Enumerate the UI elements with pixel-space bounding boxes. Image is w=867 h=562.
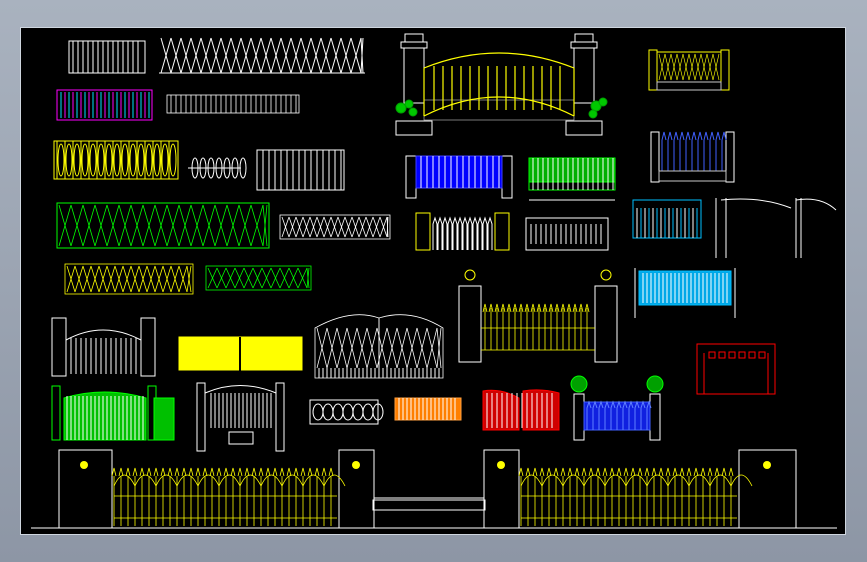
ornate-fence-with-lamps[interactable] (458, 269, 618, 363)
fence-cyan-panel[interactable] (634, 268, 736, 318)
retractable-gate-green-short[interactable] (205, 265, 312, 291)
canopy-gate-white[interactable] (715, 198, 837, 258)
sliding-gate-white[interactable] (68, 40, 146, 74)
retractable-gate-green-long[interactable] (56, 202, 270, 249)
double-gate-green[interactable] (51, 385, 175, 441)
cad-drawing-canvas[interactable] (21, 28, 847, 536)
main-gate-with-pillars[interactable] (395, 33, 608, 136)
fence-magenta-cyan[interactable] (56, 89, 153, 121)
fence-yellow-ornate[interactable] (53, 140, 179, 180)
railing-white-small[interactable] (166, 94, 300, 114)
double-gate-white[interactable] (51, 317, 156, 377)
long-ornate-fence-yellow[interactable] (31, 449, 837, 529)
arched-lattice-gate-white[interactable] (314, 314, 444, 379)
lattice-railing-white[interactable] (279, 214, 391, 240)
fence-blue-with-planters[interactable] (570, 375, 664, 441)
retractable-gate-yellow[interactable] (64, 263, 194, 295)
fence-blue-with-pillars[interactable] (405, 155, 513, 199)
gate-white-arch[interactable] (256, 149, 345, 191)
fence-cyan-white[interactable] (632, 199, 702, 239)
bench-railing-white[interactable] (309, 399, 384, 425)
fence-blue-spiked[interactable] (650, 131, 735, 183)
gate-red[interactable] (482, 389, 560, 431)
brick-pillar-fence-yellow[interactable] (648, 49, 730, 91)
retractable-gate-white[interactable] (159, 37, 365, 74)
cad-viewport[interactable] (20, 27, 846, 535)
railing-white-panel[interactable] (525, 217, 609, 251)
picket-fence-white[interactable] (415, 212, 510, 251)
sliding-gate-yellow-solid[interactable] (178, 336, 303, 373)
canopy-gate-white-2[interactable] (196, 382, 285, 452)
fence-orange[interactable] (394, 397, 462, 421)
small-bow-fence-white[interactable] (188, 157, 247, 179)
red-wall-panel[interactable] (696, 343, 776, 395)
fence-green-panel[interactable] (528, 157, 616, 201)
